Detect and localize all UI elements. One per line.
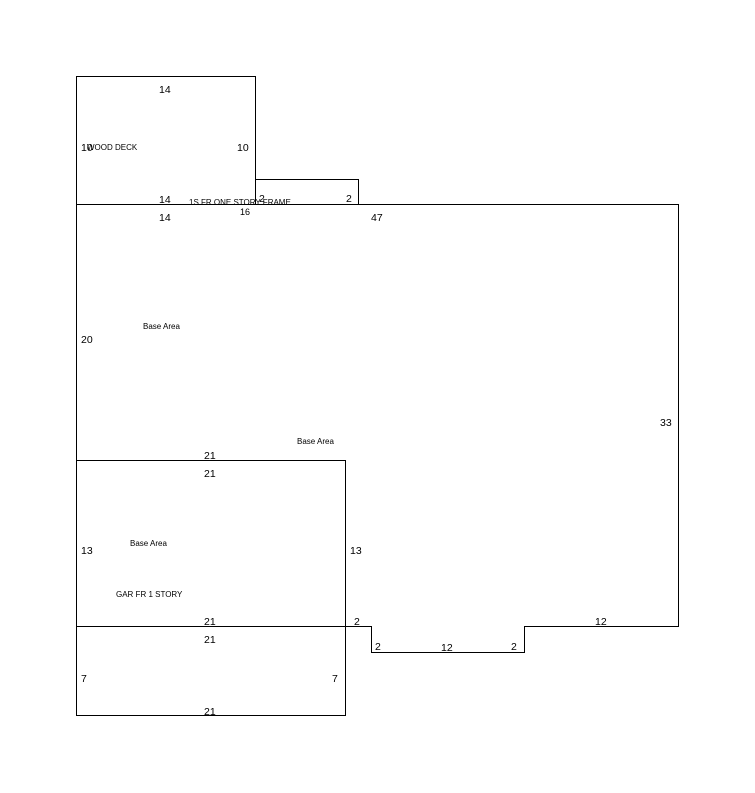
dimension-label: 21 xyxy=(204,706,216,718)
dimension-label: 2 xyxy=(375,641,381,653)
dimension-label: 47 xyxy=(371,212,383,224)
garage-outline xyxy=(76,460,346,627)
dimension-label: 13 xyxy=(350,545,362,557)
dimension-label: 12 xyxy=(595,616,607,628)
dimension-label: 21 xyxy=(204,634,216,646)
dimension-label: 10 xyxy=(81,142,93,154)
one-story-frame-label: 1S FR ONE STORY FRAME xyxy=(189,198,291,207)
dimension-label: 33 xyxy=(660,417,672,429)
dimension-label: 16 xyxy=(240,207,250,217)
base-area-outline xyxy=(76,204,679,653)
base-area-label: Base Area xyxy=(297,437,334,446)
dimension-label: 7 xyxy=(81,673,87,685)
dimension-label: 7 xyxy=(332,673,338,685)
dimension-label: 21 xyxy=(204,468,216,480)
dimension-label: 20 xyxy=(81,334,93,346)
dimension-label: 2 xyxy=(259,193,265,205)
dimension-label: 2 xyxy=(346,193,352,205)
dimension-label: 2 xyxy=(511,641,517,653)
garage-label: GAR FR 1 STORY xyxy=(116,590,183,599)
lower-base-area-outline xyxy=(76,626,346,716)
dimension-label: 13 xyxy=(81,545,93,557)
base-area-label: Base Area xyxy=(143,322,180,331)
one-story-frame-outline xyxy=(255,179,359,205)
dimension-label: 14 xyxy=(159,212,171,224)
dimension-label: 12 xyxy=(441,642,453,654)
dimension-label: 10 xyxy=(237,142,249,154)
base-area-label: Base Area xyxy=(130,539,167,548)
dimension-label: 2 xyxy=(354,616,360,628)
dimension-label: 14 xyxy=(159,84,171,96)
dimension-label: 21 xyxy=(204,616,216,628)
dimension-label: 21 xyxy=(204,450,216,462)
wood-deck-label: WOOD DECK xyxy=(87,143,138,152)
dimension-label: 14 xyxy=(159,194,171,206)
